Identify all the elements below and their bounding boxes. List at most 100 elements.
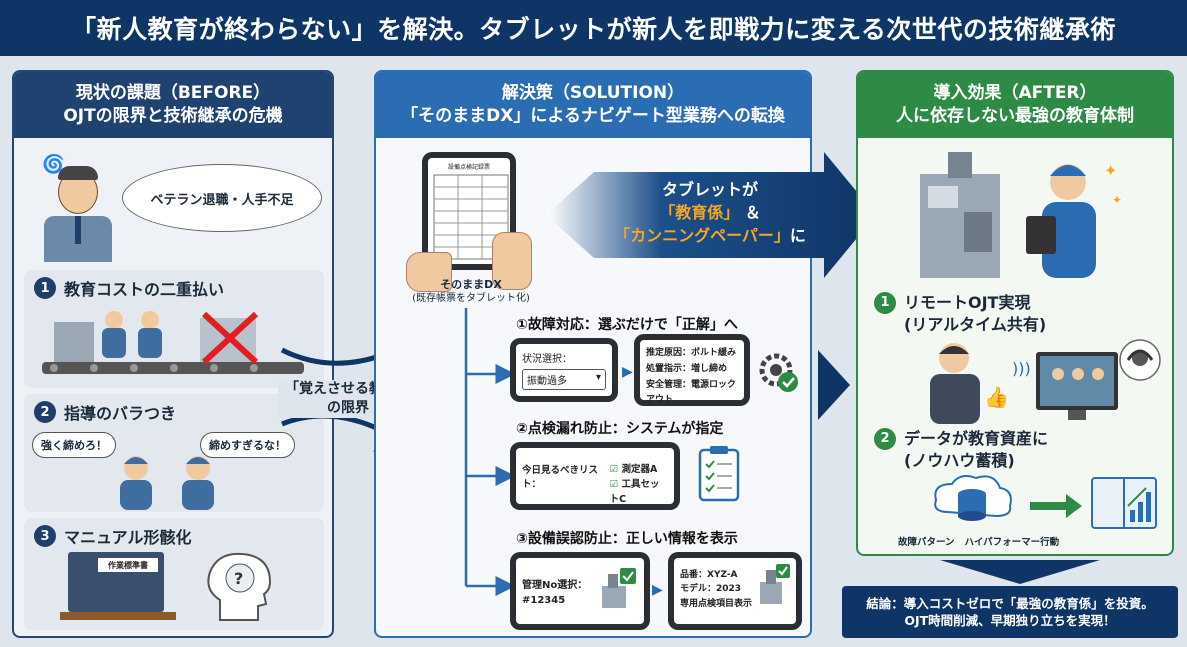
thumbs-up-icon: 👍 xyxy=(984,385,1009,409)
checkbox-checked-icon: ☑ xyxy=(609,479,619,491)
confused-head-icon: ? xyxy=(207,552,272,621)
tablet-caption: そのままDX (既存帳票をタブレット化) xyxy=(396,278,546,305)
page-title-banner: 「新人教育が終わらない」を解決。タブレットが新人を即戦力に変える次世代の技術継承… xyxy=(0,0,1187,56)
binder-label: 作業標準書 xyxy=(98,558,158,572)
tablet-role-line1: タブレットが xyxy=(661,180,758,199)
step-2-title: ②点検漏れ防止：システムが指定 xyxy=(516,421,724,437)
chevron-down-icon: ▾ xyxy=(595,372,601,383)
form-table-icon xyxy=(433,174,509,260)
tie-icon xyxy=(75,216,81,244)
step-2-checklist-tablet: 今日見るべきリスト： ☑ 測定器A ☑ 工具セットC xyxy=(510,442,680,510)
number-badge-3: 3 xyxy=(34,525,56,547)
arrow-right-icon: ▶ xyxy=(652,582,663,598)
before-item-1-title: 1 教育コストの二重払い xyxy=(24,270,324,306)
after-item-1-line1: リモートOJT実現 xyxy=(904,293,1031,313)
sparkle-icon: ✦ xyxy=(1104,161,1117,180)
after-item-1-line2: (リアルタイム共有) xyxy=(904,315,1047,334)
data-asset-captions: 故障パターン ハイパフォーマー行動 xyxy=(898,534,1138,548)
step-1-dropdown[interactable]: 振動過多 ▾ xyxy=(522,369,606,390)
before-item-2-title: 2 指導のバラつき xyxy=(24,394,324,430)
remote-ojt-illustration: 👍 ))) xyxy=(930,339,1161,424)
step-1-result-safety: 安全管理：電源ロックアウト xyxy=(646,379,737,406)
instructor-a-body-icon xyxy=(120,480,152,510)
retirement-bubble-text: ベテラン退職・人手不足 xyxy=(150,192,294,208)
role-suffix: に xyxy=(789,226,806,246)
step-3-select-label: 管理No選択： xyxy=(522,580,588,591)
before-heading-line1: 現状の課題（BEFORE） xyxy=(75,83,271,104)
step-2-item-2-label: 工具セットC xyxy=(609,479,660,506)
number-badge-2: 2 xyxy=(34,401,56,423)
step-2-item-2[interactable]: ☑ 工具セットC xyxy=(610,479,660,505)
double-cost-illustration xyxy=(42,311,304,374)
number-badge-1: 1 xyxy=(34,277,56,299)
confident-worker-illustration: ✦ ✦ xyxy=(920,152,1122,278)
after-item-1: 1 リモートOJT実現 (リアルタイム共有) xyxy=(874,292,1046,336)
step-1-title: ①故障対応：選ぶだけで「正解」へ xyxy=(516,317,738,333)
machine-check-icon xyxy=(760,564,790,604)
checkbox-checked-icon: ☑ xyxy=(609,464,619,475)
tablet-caption-line2: (既存帳票をタブレット化) xyxy=(412,293,530,305)
step-1-select-tablet: 状況選択： 振動過多 ▾ xyxy=(510,338,618,402)
after-item-2: 2 データが教育資産に (ノウハウ蓄積) xyxy=(874,428,1048,472)
tablet-role-arrow xyxy=(546,152,876,278)
chevron-right-icon xyxy=(818,350,850,420)
step-2-item-1[interactable]: ☑ 測定器A xyxy=(610,464,658,475)
step-3-title: ③設備誤認防止：正しい情報を表示 xyxy=(516,531,738,547)
conflicting-instructors-illustration xyxy=(120,456,214,510)
solution-heading: 解決策（SOLUTION） 「そのままDX」によるナビゲート型業務への転換 xyxy=(376,72,810,138)
role-ampersand: ＆ xyxy=(744,203,761,223)
before-item-1-card: 1 教育コストの二重払い xyxy=(24,270,324,388)
worker-head-icon xyxy=(105,311,123,329)
caption-high-performer: ハイパフォーマー行動 xyxy=(964,537,1060,548)
conclusion-line1: 結論：導入コストゼロで「最強の教育係」を投資。 xyxy=(866,595,1154,611)
svg-text:✦: ✦ xyxy=(1112,193,1122,207)
limit-label-line2: の限界 xyxy=(327,399,369,416)
step-connector-lines xyxy=(464,308,516,596)
instructor-b-body-icon xyxy=(182,480,214,510)
step-3-select-tablet: 管理No選択： #12345 xyxy=(510,552,650,630)
step-3-result-part: 品番：XYZ-A xyxy=(680,570,738,580)
tablet-caption-line1: そのままDX xyxy=(440,278,502,291)
machine-icon xyxy=(54,322,94,362)
before-item-3-label: マニュアル形骸化 xyxy=(64,528,192,547)
left-hand-icon xyxy=(406,252,452,292)
role-cheatsheet-text: 「カンニングペーパー」 xyxy=(614,226,790,246)
before-item-3-title: 3 マニュアル形骸化 xyxy=(24,518,324,554)
after-item-2-line1: データが教育資産に xyxy=(904,429,1049,449)
trainee-head-icon xyxy=(141,311,159,329)
machine-check-icon xyxy=(602,568,636,608)
role-teacher-text: 「教育係」 xyxy=(659,203,740,223)
after-column: 導入効果（AFTER） 人に依存しない最強の教育体制 ✦ ✦ 1 リモートOJT… xyxy=(856,70,1174,556)
tablet-icon xyxy=(1026,216,1056,254)
step-3-result-model: モデル：2023 xyxy=(680,584,742,595)
svg-text:?: ? xyxy=(234,569,243,588)
step-1-dropdown-value: 振動過多 xyxy=(527,376,567,387)
clipboard-checklist-icon xyxy=(698,446,740,502)
signal-waves-icon: ))) xyxy=(1012,359,1031,378)
trainee-body-icon xyxy=(138,328,162,358)
solution-heading-line1: 解決策（SOLUTION） xyxy=(501,83,685,104)
expert-body-icon xyxy=(930,374,980,424)
before-item-3-card: 3 マニュアル形骸化 作業標準書 ? xyxy=(24,518,324,630)
solution-to-after-arrow xyxy=(818,350,850,420)
before-item-2-label: 指導のバラつき xyxy=(64,404,177,423)
step-1-result-action: 処置指示：増し締め xyxy=(646,363,728,374)
before-item-1-label: 教育コストの二重払い xyxy=(64,280,225,299)
before-column: 現状の課題（BEFORE） OJTの限界と技術継承の危機 🌀 ベテラン退職・人手… xyxy=(12,70,334,638)
before-heading: 現状の課題（BEFORE） OJTの限界と技術継承の危機 xyxy=(14,72,332,138)
caption-failure-patterns: 故障パターン xyxy=(898,537,955,548)
number-badge-2: 2 xyxy=(874,428,896,450)
arrow-right-icon: ▶ xyxy=(622,364,633,380)
data-asset-illustration xyxy=(934,475,1157,529)
conclusion-line2: OJT時間削減、早期独り立ちを実現！ xyxy=(904,613,1116,628)
hair-icon xyxy=(58,166,98,180)
after-heading: 導入効果（AFTER） 人に依存しない最強の教育体制 xyxy=(858,72,1172,138)
step-2-list-label: 今日見るべきリスト： xyxy=(522,465,599,490)
speech-bubble-loosen: 締めすぎるな！ xyxy=(200,432,295,458)
arrow-right-icon xyxy=(1030,494,1082,518)
speech-bubble-tighten: 強く締めろ！ xyxy=(32,432,116,458)
step-1-select-label: 状況選択： xyxy=(522,354,572,365)
dusty-manual-binder-icon: 作業標準書 xyxy=(68,552,164,612)
step-2-item-1-label: 測定器A xyxy=(621,464,658,475)
step-3-select-value[interactable]: #12345 xyxy=(522,595,566,606)
